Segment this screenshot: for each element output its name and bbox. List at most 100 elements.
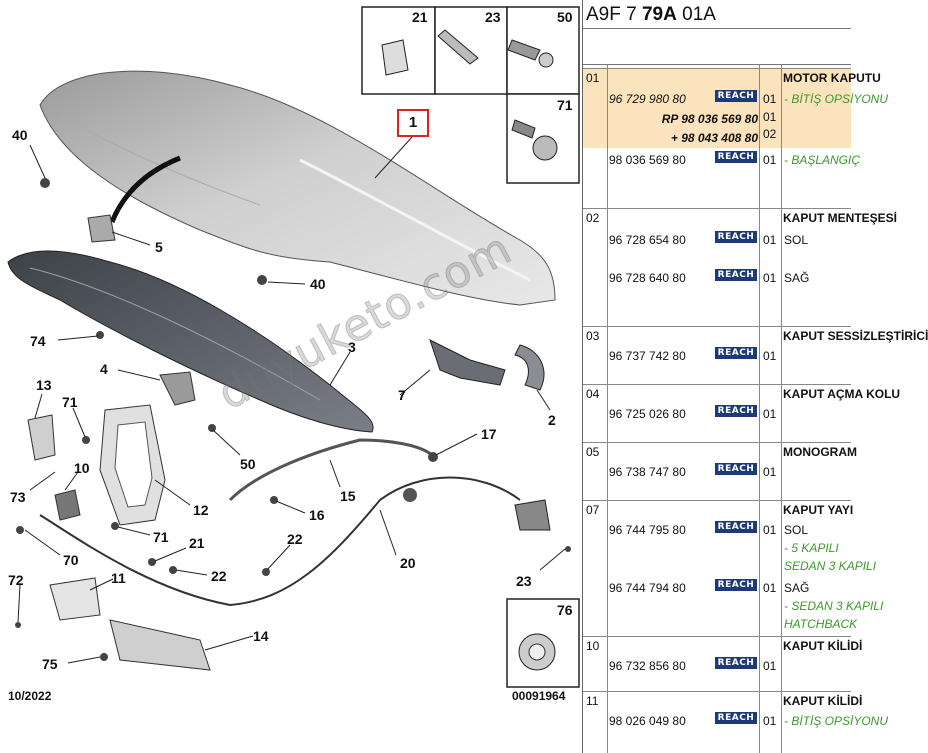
group-title: KAPUT KİLİDİ [783,694,863,708]
part-number[interactable]: 96 744 794 80 [609,581,686,595]
diagram-date: 10/2022 [8,689,52,703]
part-number[interactable]: 96 728 654 80 [609,233,686,247]
quantity: 02 [763,127,777,141]
part-number[interactable]: 96 744 795 80 [609,523,686,537]
callout-22[interactable]: 22 [211,568,227,584]
insulation-pad [7,250,374,433]
quantity: 01 [763,465,777,479]
inset-label-76: 76 [557,602,573,618]
callout-40[interactable]: 40 [310,276,326,292]
quantity: 01 [763,349,777,363]
note: SEDAN 3 KAPILI [784,559,877,573]
callout-22[interactable]: 22 [287,531,303,547]
inset-label-21: 21 [412,9,428,25]
reach-badge: REACH [715,231,757,243]
callout-73[interactable]: 73 [10,489,26,505]
reach-badge: REACH [715,712,757,724]
reach-badge: REACH [715,405,757,417]
note: HATCHBACK [784,617,858,631]
inset-label-23: 23 [485,9,501,25]
group-title: MOTOR KAPUTU [783,71,881,85]
quantity: 01 [763,581,777,595]
group-row-01[interactable]: 01 MOTOR KAPUTU 96 729 980 80 REACH 01 -… [583,68,888,148]
part-number[interactable]: RP 98 036 569 80 [661,112,758,126]
figure-code: 00091964 [512,689,566,703]
quantity: 01 [763,92,777,106]
inset-label-50: 50 [557,9,573,25]
group-row-04[interactable]: 04 KAPUT AÇMA KOLU 96 725 026 80 REACH 0… [583,384,900,442]
callout-20[interactable]: 20 [400,555,416,571]
hinge-part [429,339,506,386]
callout-71[interactable]: 71 [62,394,78,410]
group-row-02[interactable]: 02 KAPUT MENTEŞESİ 96 728 654 80 REACH 0… [583,208,897,326]
group-title: KAPUT KİLİDİ [783,639,863,653]
reach-badge: REACH [715,521,757,533]
callout-2[interactable]: 2 [548,412,556,428]
part-number[interactable]: 96 725 026 80 [609,407,686,421]
quantity: 01 [763,523,777,537]
callout-4[interactable]: 4 [100,361,108,377]
callout-7[interactable]: 7 [398,387,406,403]
part-number[interactable]: 96 729 980 80 [609,92,686,106]
quantity: 01 [763,271,777,285]
part-number[interactable]: 98 036 569 80 [609,153,686,167]
callout-11[interactable]: 11 [111,570,126,586]
inset-label-71: 71 [557,97,573,113]
group-title: KAPUT MENTEŞESİ [783,211,898,225]
group-row-07[interactable]: 07 KAPUT YAYI 96 744 795 80 REACH 01 SOL… [583,500,883,636]
group-title: KAPUT AÇMA KOLU [783,387,901,401]
side: SOL [784,523,809,537]
quantity: 01 [763,110,777,124]
callout-15[interactable]: 15 [340,488,356,504]
part-number[interactable]: 98 026 049 80 [609,714,686,728]
callout-3[interactable]: 3 [348,339,356,355]
parts-list-panel: A9F 7 79A 01A 01 MOTOR KAPUTU 96 729 980… [582,0,928,753]
callout-50[interactable]: 50 [240,456,256,472]
reach-badge: REACH [715,151,757,163]
group-row-11[interactable]: 11 KAPUT KİLİDİ 98 026 049 80 REACH 01 -… [583,691,888,753]
reach-badge: REACH [715,463,757,475]
part-number[interactable]: 96 737 742 80 [609,349,686,363]
callout-5[interactable]: 5 [155,239,163,255]
callout-70[interactable]: 70 [63,552,79,568]
group-title: KAPUT YAYI [783,503,854,517]
reach-badge: REACH [715,269,757,281]
part-number[interactable]: 96 728 640 80 [609,271,686,285]
callout-17[interactable]: 17 [481,426,497,442]
callout-14[interactable]: 14 [253,628,269,644]
callout-71[interactable]: 71 [153,529,169,545]
callout-16[interactable]: 16 [309,507,325,523]
group-title: MONOGRAM [783,445,857,459]
selected-callout-1[interactable]: 1 [397,109,429,137]
note: - SEDAN 3 KAPILI [784,599,884,613]
note: - 5 KAPILI [784,541,839,555]
quantity: 01 [763,714,777,728]
group-row-01-cont[interactable]: 98 036 569 80 REACH 01 - BAŞLANGIÇ [583,148,860,208]
reach-badge: REACH [715,579,757,591]
group-row-10[interactable]: 10 KAPUT KİLİDİ 96 732 856 80 REACH 01 [583,636,862,691]
quantity: 01 [763,233,777,247]
quantity: 01 [763,407,777,421]
callout-12[interactable]: 12 [193,502,209,518]
callout-75[interactable]: 75 [42,656,58,672]
callout-72[interactable]: 72 [8,572,24,588]
callout-21[interactable]: 21 [189,535,205,551]
exploded-parts-diagram: 1 40 5 40 74 3 4 13 71 10 73 12 70 50 7 … [7,6,580,703]
quantity: 01 [763,153,777,167]
callout-10[interactable]: 10 [74,460,90,476]
part-number[interactable]: + 98 043 408 80 [670,131,758,145]
quantity: 01 [763,659,777,673]
group-row-03[interactable]: 03 KAPUT SESSİZLEŞTİRİCİ 96 737 742 80 R… [583,326,928,384]
note: - BİTİŞ OPSİYONU [784,714,889,728]
reach-badge: REACH [715,90,757,102]
group-row-05[interactable]: 05 MONOGRAM 96 738 747 80 REACH 01 [583,442,857,500]
part-number[interactable]: 96 738 747 80 [609,465,686,479]
callout-23[interactable]: 23 [516,573,532,589]
hood-panel [39,70,556,306]
side: SOL [784,233,809,247]
callout-40[interactable]: 40 [12,127,28,143]
callout-74[interactable]: 74 [30,333,46,349]
part-number[interactable]: 96 732 856 80 [609,659,686,673]
callout-13[interactable]: 13 [36,377,52,393]
note: - BİTİŞ OPSİYONU [784,92,889,106]
